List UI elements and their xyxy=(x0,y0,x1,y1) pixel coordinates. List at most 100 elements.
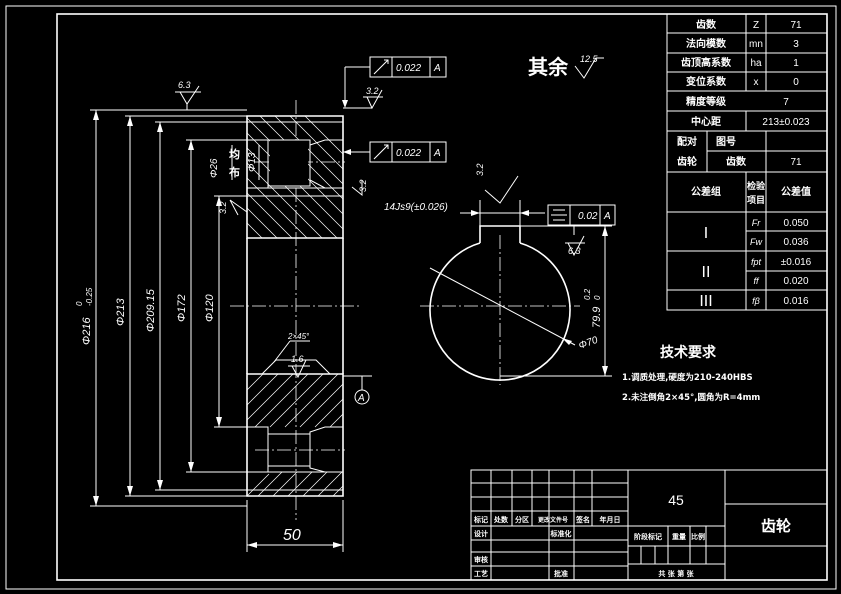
roughness-r6: 3.2 xyxy=(475,163,485,176)
tol-group-2-val-2: 0.020 xyxy=(783,276,808,287)
tb-process: 工艺 xyxy=(474,569,488,578)
tech-requirements-title: 技术要求 xyxy=(660,344,717,361)
tol-group-1-val-1: 0.050 xyxy=(783,218,808,229)
tol-item-header-1: 检验 xyxy=(747,180,766,192)
param-row-3-sym: x xyxy=(754,77,759,88)
dim-d213: Φ213 xyxy=(115,298,127,326)
tol-group-2: II xyxy=(702,264,711,281)
mate-label-2: 齿轮 xyxy=(677,155,697,168)
top-rim xyxy=(246,115,344,239)
grade-label: 精度等级 xyxy=(686,95,727,108)
dim-width: 50 xyxy=(283,527,301,544)
dim-keyway-tol-upper: 0.2 xyxy=(583,288,592,300)
tb-sheets: 共 张 第 张 xyxy=(658,569,694,578)
grade-value: 7 xyxy=(783,97,789,108)
roughness-r1: 6.3 xyxy=(178,80,191,90)
center-value: 213±0.023 xyxy=(762,117,810,128)
tol-group-2-sym-2: ff xyxy=(753,276,760,286)
tb-stage-mark: 阶段标记 xyxy=(634,532,662,541)
tol-group-3-sym-1: fβ xyxy=(752,296,760,306)
center-label: 中心距 xyxy=(691,115,721,128)
teeth-label: 齿数 xyxy=(726,155,747,168)
dim-d26: Φ26 xyxy=(209,158,220,178)
hole-label-2: 布 xyxy=(229,165,240,179)
hole-label-1: 均 xyxy=(229,147,240,161)
drawing-no-label: 图号 xyxy=(716,136,736,148)
tol-group-header: 公差组 xyxy=(691,185,721,198)
param-row-2-sym: ha xyxy=(750,58,762,69)
tb-review: 审核 xyxy=(474,555,488,564)
runout1-value: 0.022 xyxy=(396,63,421,74)
bore-end-view xyxy=(420,175,616,385)
roughness-r5: 1.6 xyxy=(291,354,304,364)
sym-value: 0.02 xyxy=(578,211,598,222)
dim-tip-tol-upper: 0 xyxy=(75,301,84,306)
roughness-r7: 6.3 xyxy=(568,246,581,256)
tb-mark: 标记 xyxy=(473,515,488,524)
tolerance-table xyxy=(666,171,828,311)
title-block xyxy=(470,469,828,581)
tol-group-1-sym-2: Fw xyxy=(750,237,762,247)
tb-count: 处数 xyxy=(493,515,509,524)
tolerance-table-text: 公差组 检验 项目 公差值 I Fr 0.050 Fw 0.036 II fpt… xyxy=(691,180,812,310)
tb-zone: 分区 xyxy=(515,515,529,524)
param-row-2-name: 齿顶高系数 xyxy=(681,56,732,69)
dim-keyway-tol-lower: 0 xyxy=(593,295,602,300)
runout-frame-1 xyxy=(342,56,447,108)
dim-d120: Φ120 xyxy=(204,294,216,322)
sym-datum: A xyxy=(603,211,611,222)
tol-group-1: I xyxy=(704,225,708,242)
diameter-dimensions xyxy=(90,109,260,507)
dim-bore: Φ70 xyxy=(577,335,599,352)
tol-value-header: 公差值 xyxy=(781,185,811,198)
tol-group-1-val-2: 0.036 xyxy=(783,237,808,248)
tb-date: 年月日 xyxy=(600,515,621,524)
tol-group-2-sym-1: fpt xyxy=(751,257,762,267)
gear-section-view xyxy=(230,100,360,520)
gear-parameter-table xyxy=(666,13,828,173)
runout1-datum: A xyxy=(433,63,441,74)
param-row-1-val: 3 xyxy=(793,39,799,50)
material: 45 xyxy=(668,492,684,508)
dim-keyway-width: 14Js9(±0.026) xyxy=(384,202,448,213)
dim-keyway-depth: 79.9 xyxy=(591,307,603,328)
remaining-roughness-label: 其余 xyxy=(528,55,569,79)
tb-weight: 重量 xyxy=(672,532,686,541)
tol-group-2-val-1: ±0.016 xyxy=(781,257,812,268)
dim-tip-diameter: Φ216 xyxy=(81,317,93,345)
runout-frame-2 xyxy=(343,141,447,163)
param-row-3-val: 0 xyxy=(793,77,799,88)
tol-group-3-val-1: 0.016 xyxy=(783,296,808,307)
tech-requirement-2: 2.未注倒角2×45°,圆角为R=4mm xyxy=(622,392,760,403)
tol-group-1-sym-1: Fr xyxy=(752,218,761,228)
tb-signature: 签名 xyxy=(575,515,590,524)
tech-requirement-1: 1.调质处理,硬度为210-240HBS xyxy=(622,372,753,383)
dim-d13: Φ13 xyxy=(247,152,258,172)
param-table-text: 齿数 Z 71 法向模数 mn 3 齿顶高系数 ha 1 变位系数 x 0 精度… xyxy=(677,18,810,168)
dim-tip-tol-lower: -0.25 xyxy=(85,287,94,306)
tb-change-doc: 更改文件号 xyxy=(538,516,568,524)
runout2-datum: A xyxy=(433,148,441,159)
teeth-value: 71 xyxy=(790,157,802,168)
remaining-roughness-value: 12.5 xyxy=(580,54,599,64)
dim-d209: Φ209.15 xyxy=(145,288,157,332)
tol-group-3: III xyxy=(699,293,712,310)
bottom-rim xyxy=(246,373,344,497)
tb-standardize: 标准化 xyxy=(550,529,572,538)
tb-design: 设计 xyxy=(474,529,488,538)
mate-label-1: 配对 xyxy=(677,135,697,148)
roughness-r3: 3.2 xyxy=(358,179,368,192)
part-name: 齿轮 xyxy=(761,517,791,535)
title-block-text: 标记 处数 分区 更改文件号 签名 年月日 设计 标准化 阶段标记 重量 比例 … xyxy=(473,515,705,578)
dim-chamfer: 2×45° xyxy=(287,332,310,341)
param-row-0-name: 齿数 xyxy=(696,18,717,31)
roughness-r2: 3.2 xyxy=(366,86,379,96)
param-row-3-name: 变位系数 xyxy=(686,75,727,88)
param-row-0-sym: Z xyxy=(753,20,759,31)
param-row-1-name: 法向模数 xyxy=(686,37,727,50)
runout2-value: 0.022 xyxy=(396,148,421,159)
param-row-2-val: 1 xyxy=(793,58,799,69)
param-row-0-val: 71 xyxy=(790,20,802,31)
dim-d172: Φ172 xyxy=(176,294,188,322)
